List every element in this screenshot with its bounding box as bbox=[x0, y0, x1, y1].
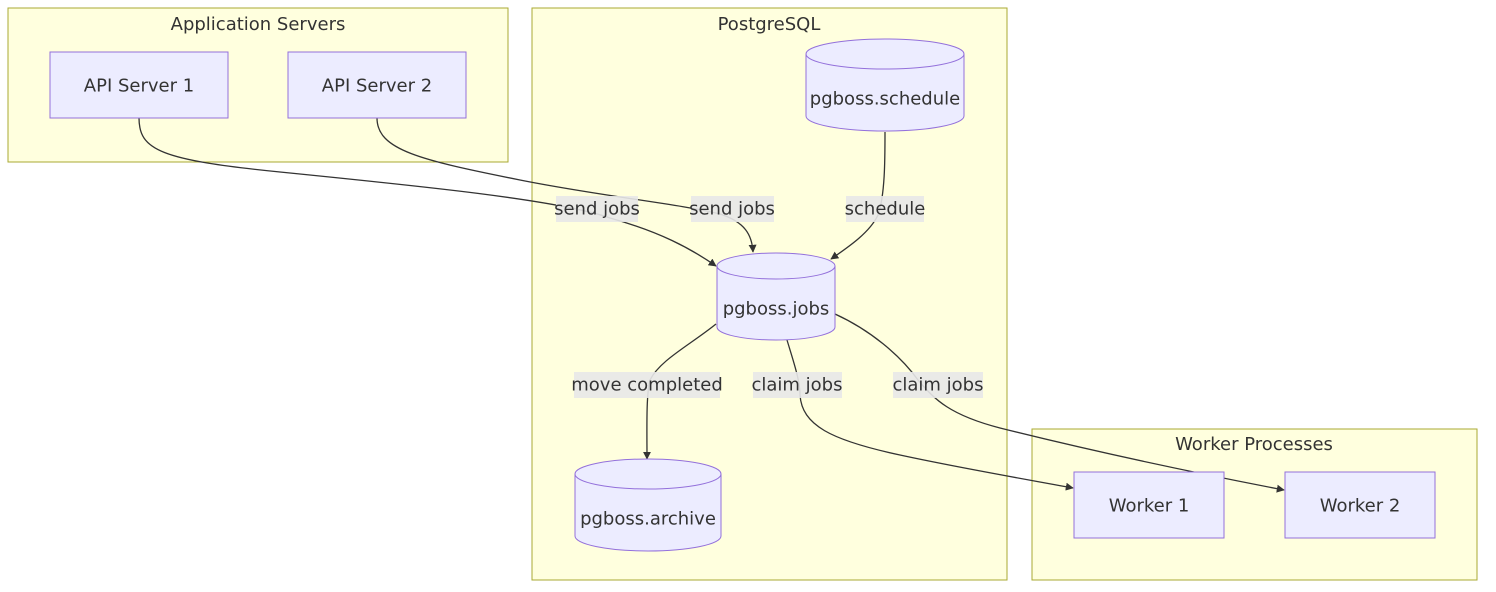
node-worker-1[interactable]: Worker 1 bbox=[1073, 471, 1225, 539]
node-label: pgboss.archive bbox=[580, 509, 716, 530]
edge-label-claim-jobs-1: claim jobs bbox=[751, 372, 843, 398]
node-label: Worker 2 bbox=[1320, 496, 1401, 517]
edge-api1-to-jobs bbox=[138, 117, 717, 267]
node-pgboss-archive[interactable]: pgboss.archive bbox=[574, 458, 722, 552]
edge-label-send-jobs-2: send jobs bbox=[689, 196, 775, 222]
node-label: API Server 2 bbox=[322, 76, 432, 97]
node-api-server-2[interactable]: API Server 2 bbox=[287, 51, 467, 119]
node-pgboss-jobs[interactable]: pgboss.jobs bbox=[716, 252, 836, 341]
edge-jobs-to-worker2 bbox=[834, 313, 1285, 493]
svg-text:move completed: move completed bbox=[571, 375, 723, 396]
node-label: Worker 1 bbox=[1109, 496, 1190, 517]
node-label: pgboss.schedule bbox=[810, 89, 960, 110]
svg-text:send jobs: send jobs bbox=[554, 199, 640, 220]
cluster-label-worker-processes: Worker Processes bbox=[1175, 434, 1333, 455]
svg-text:schedule: schedule bbox=[845, 199, 926, 220]
edge-label-schedule: schedule bbox=[845, 196, 926, 222]
svg-text:claim jobs: claim jobs bbox=[751, 375, 842, 396]
node-worker-2[interactable]: Worker 2 bbox=[1284, 471, 1436, 539]
svg-text:claim jobs: claim jobs bbox=[892, 375, 983, 396]
node-label: API Server 1 bbox=[84, 76, 194, 97]
node-label: pgboss.jobs bbox=[723, 299, 830, 320]
cluster-label-postgresql: PostgreSQL bbox=[718, 14, 821, 35]
edge-label-claim-jobs-2: claim jobs bbox=[892, 372, 984, 398]
edge-label-send-jobs-1: send jobs bbox=[554, 196, 640, 222]
edge-label-move-completed: move completed bbox=[571, 372, 723, 398]
node-api-server-1[interactable]: API Server 1 bbox=[49, 51, 229, 119]
svg-text:send jobs: send jobs bbox=[689, 199, 775, 220]
cluster-label-application-servers: Application Servers bbox=[171, 14, 346, 35]
node-pgboss-schedule[interactable]: pgboss.schedule bbox=[805, 38, 965, 132]
